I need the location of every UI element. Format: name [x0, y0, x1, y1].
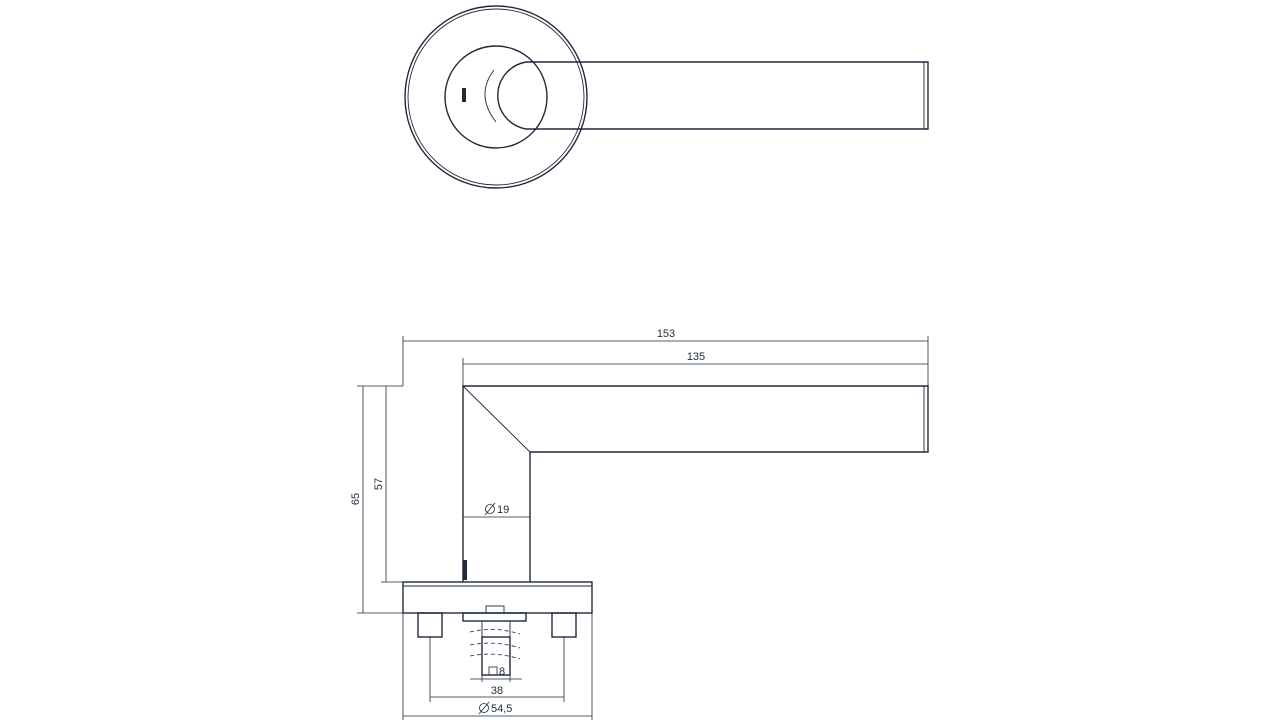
lever-top-outline [497, 61, 929, 130]
screw-left [417, 612, 443, 638]
dim-label-57: 57 [373, 478, 385, 490]
top-view [404, 5, 929, 189]
spindle-body [481, 620, 511, 638]
square-symbol [488, 666, 498, 676]
dim-label-135: 135 [687, 351, 705, 363]
rose-inner-ring [444, 45, 548, 149]
dim-label-19: 19 [497, 504, 509, 516]
dim-label-54-5: 54,5 [491, 703, 512, 715]
spindle-clip [485, 605, 505, 614]
grub-screw-side [463, 560, 467, 580]
lever-neck-shadow [484, 69, 497, 123]
dim-label-38: 38 [491, 685, 503, 697]
rose-outer-circle-inner-edge [407, 8, 585, 186]
spindle-dashed-2 [469, 642, 521, 649]
screw-right [551, 612, 577, 638]
spindle-dashed-3 [469, 653, 521, 660]
dim-label-65: 65 [350, 493, 362, 505]
dimension-labels: 153 135 65 57 19 8 38 54,5 [350, 328, 705, 715]
spindle-square [481, 636, 511, 676]
rose-plate [402, 581, 593, 614]
side-view [402, 385, 929, 676]
lever-miter-line [462, 385, 531, 453]
dim-label-8: 8 [499, 666, 505, 678]
dim-label-153: 153 [657, 328, 675, 340]
lever-side-outline [462, 385, 929, 582]
spindle-dashed-1 [469, 629, 521, 635]
grub-screw [462, 88, 466, 102]
spindle-collar [462, 612, 527, 622]
dimension-lines [357, 336, 929, 720]
diameter-symbol [478, 701, 490, 715]
rose-outer-circle [404, 5, 588, 189]
diameter-symbol [484, 502, 496, 516]
